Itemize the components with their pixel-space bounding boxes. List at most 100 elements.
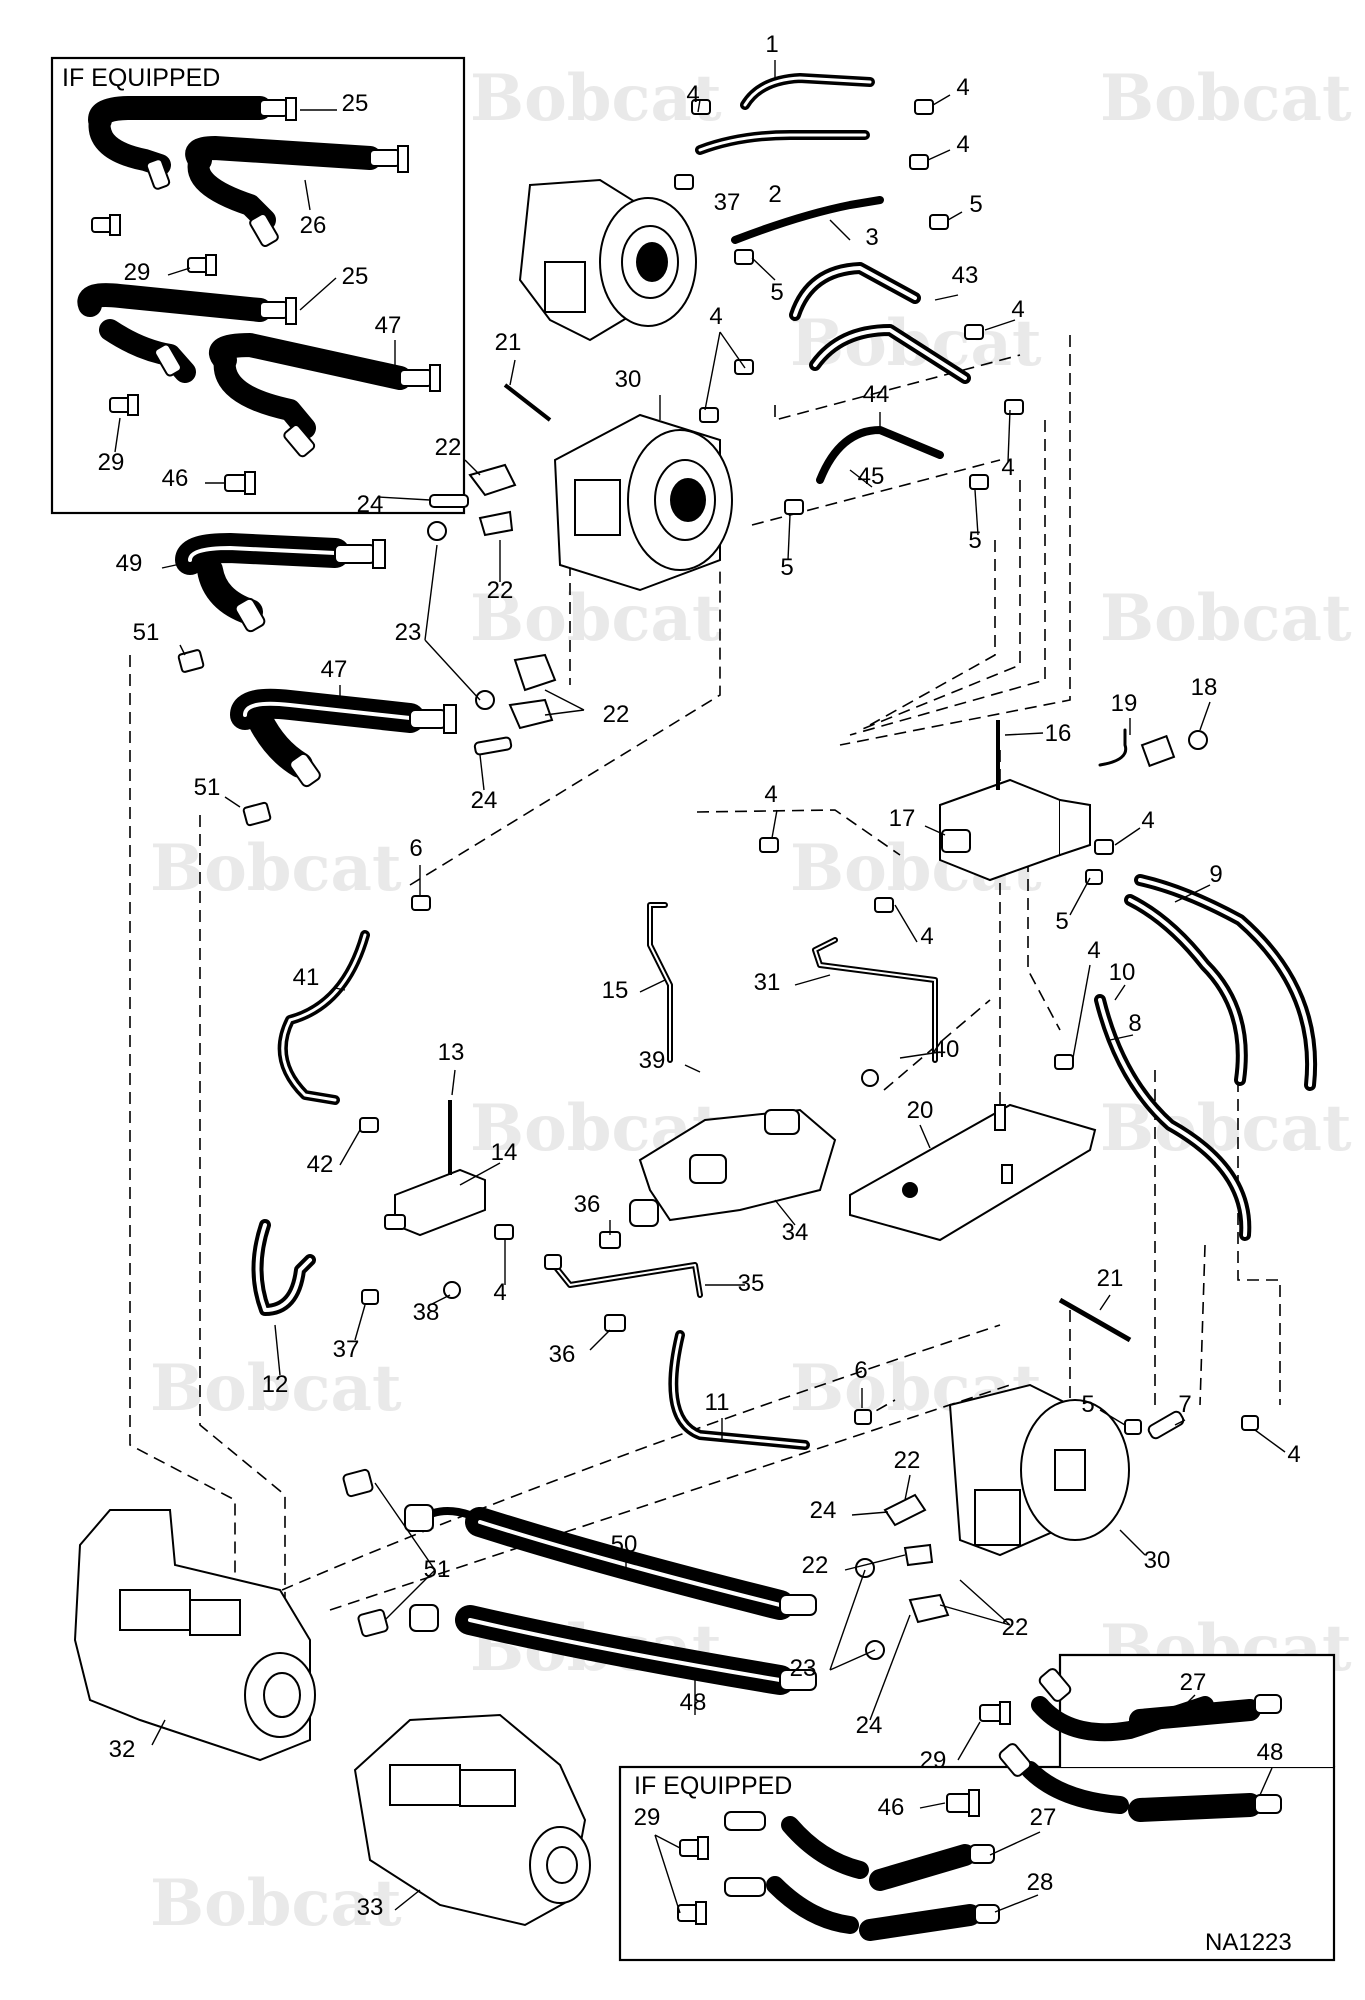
hose-41 bbox=[277, 930, 370, 1105]
callout-22: 22 bbox=[487, 577, 514, 604]
callout-29: 29 bbox=[920, 1747, 947, 1774]
callout-34: 34 bbox=[782, 1219, 809, 1246]
block-14 bbox=[384, 1100, 486, 1299]
callout-23: 23 bbox=[395, 619, 422, 646]
callout-36: 36 bbox=[549, 1341, 576, 1368]
callout-4: 4 bbox=[956, 131, 969, 158]
callout-28: 28 bbox=[1027, 1869, 1054, 1896]
callout-46: 46 bbox=[162, 465, 189, 492]
fitting-29 bbox=[979, 1701, 1011, 1725]
callout-24: 24 bbox=[856, 1712, 883, 1739]
watermark: Bobcat bbox=[470, 61, 722, 136]
callout-29: 29 bbox=[124, 259, 151, 286]
callout-5: 5 bbox=[1081, 1391, 1094, 1418]
callout-4: 4 bbox=[1287, 1441, 1300, 1468]
callout-2: 2 bbox=[768, 181, 781, 208]
fitting-29 bbox=[91, 214, 121, 236]
callout-37: 37 bbox=[333, 1336, 360, 1363]
callout-51: 51 bbox=[133, 619, 160, 646]
callout-36: 36 bbox=[574, 1191, 601, 1218]
callout-44: 44 bbox=[863, 381, 890, 408]
callout-4: 4 bbox=[1001, 454, 1014, 481]
callout-47: 47 bbox=[375, 312, 402, 339]
callout-23: 23 bbox=[790, 1655, 817, 1682]
callout-27: 27 bbox=[1180, 1669, 1207, 1696]
fitting-29 bbox=[187, 254, 217, 276]
fitting-group bbox=[177, 99, 1259, 1660]
watermark: Bobcat bbox=[1100, 581, 1352, 656]
pump-33 bbox=[353, 1713, 591, 1927]
callout-21: 21 bbox=[1097, 1265, 1124, 1292]
watermark: Bobcat bbox=[1100, 1091, 1352, 1166]
callout-9: 9 bbox=[1209, 861, 1222, 888]
callout-1: 1 bbox=[765, 31, 778, 58]
callout-3: 3 bbox=[865, 224, 878, 251]
callout-49: 49 bbox=[116, 550, 143, 577]
callout-35: 35 bbox=[738, 1270, 765, 1297]
fitting-29 bbox=[109, 394, 139, 416]
callout-14: 14 bbox=[491, 1139, 518, 1166]
callout-31: 31 bbox=[754, 969, 781, 996]
callout-4: 4 bbox=[493, 1279, 506, 1306]
callout-33: 33 bbox=[357, 1894, 384, 1921]
callout-13: 13 bbox=[438, 1039, 465, 1066]
inset-box-top-left: IF EQUIPPED bbox=[50, 56, 466, 515]
callout-5: 5 bbox=[1055, 908, 1068, 935]
callout-4: 4 bbox=[1011, 296, 1024, 323]
watermark: Bobcat bbox=[470, 581, 722, 656]
callout-32: 32 bbox=[109, 1736, 136, 1763]
inset-box-bottom-right: IF EQUIPPED bbox=[618, 1653, 1336, 1962]
callout-24: 24 bbox=[810, 1497, 837, 1524]
callout-22: 22 bbox=[802, 1552, 829, 1579]
callout-6: 6 bbox=[854, 1357, 867, 1384]
callout-12: 12 bbox=[262, 1371, 289, 1398]
hose-47 bbox=[230, 688, 457, 788]
drive-motor-upper-30 bbox=[518, 178, 733, 592]
callout-48: 48 bbox=[1257, 1739, 1284, 1766]
fitting-29 bbox=[677, 1901, 707, 1925]
callout-5: 5 bbox=[968, 527, 981, 554]
callout-30: 30 bbox=[615, 366, 642, 393]
callout-41: 41 bbox=[293, 964, 320, 991]
hose-49 bbox=[175, 533, 386, 633]
callout-4: 4 bbox=[1141, 807, 1154, 834]
callout-4: 4 bbox=[709, 303, 722, 330]
hose-11 bbox=[668, 1330, 810, 1450]
callout-4: 4 bbox=[956, 74, 969, 101]
callout-24: 24 bbox=[357, 491, 384, 518]
callout-40: 40 bbox=[933, 1036, 960, 1063]
tube-group bbox=[547, 902, 938, 1298]
callout-29: 29 bbox=[634, 1804, 661, 1831]
callout-4: 4 bbox=[764, 781, 777, 808]
callout-16: 16 bbox=[1045, 720, 1072, 747]
hose-48 bbox=[409, 1604, 817, 1695]
inset-box-title: IF EQUIPPED bbox=[62, 64, 220, 92]
callout-18: 18 bbox=[1191, 674, 1218, 701]
callout-46: 46 bbox=[878, 1794, 905, 1821]
callout-48: 48 bbox=[680, 1689, 707, 1716]
callout-51: 51 bbox=[194, 774, 221, 801]
callout-10: 10 bbox=[1109, 959, 1136, 986]
callout-17: 17 bbox=[889, 805, 916, 832]
callout-19: 19 bbox=[1111, 690, 1138, 717]
callout-5: 5 bbox=[770, 279, 783, 306]
callout-43: 43 bbox=[952, 262, 979, 289]
callout-5: 5 bbox=[780, 554, 793, 581]
fitting-46 bbox=[946, 1789, 980, 1817]
watermark: Bobcat bbox=[150, 1351, 402, 1426]
callout-11: 11 bbox=[705, 1389, 730, 1416]
drawing-number: NA1223 bbox=[1205, 1929, 1292, 1956]
callout-4: 4 bbox=[686, 81, 699, 108]
hose-group-top bbox=[695, 73, 971, 484]
callout-6: 6 bbox=[409, 835, 422, 862]
callout-4: 4 bbox=[920, 923, 933, 950]
callout-45: 45 bbox=[858, 463, 885, 490]
callout-8: 8 bbox=[1128, 1010, 1141, 1037]
callout-25: 25 bbox=[342, 263, 369, 290]
callout-27: 27 bbox=[1030, 1804, 1057, 1831]
watermark: Bobcat bbox=[150, 1866, 402, 1941]
watermark: Bobcat bbox=[1100, 61, 1352, 136]
